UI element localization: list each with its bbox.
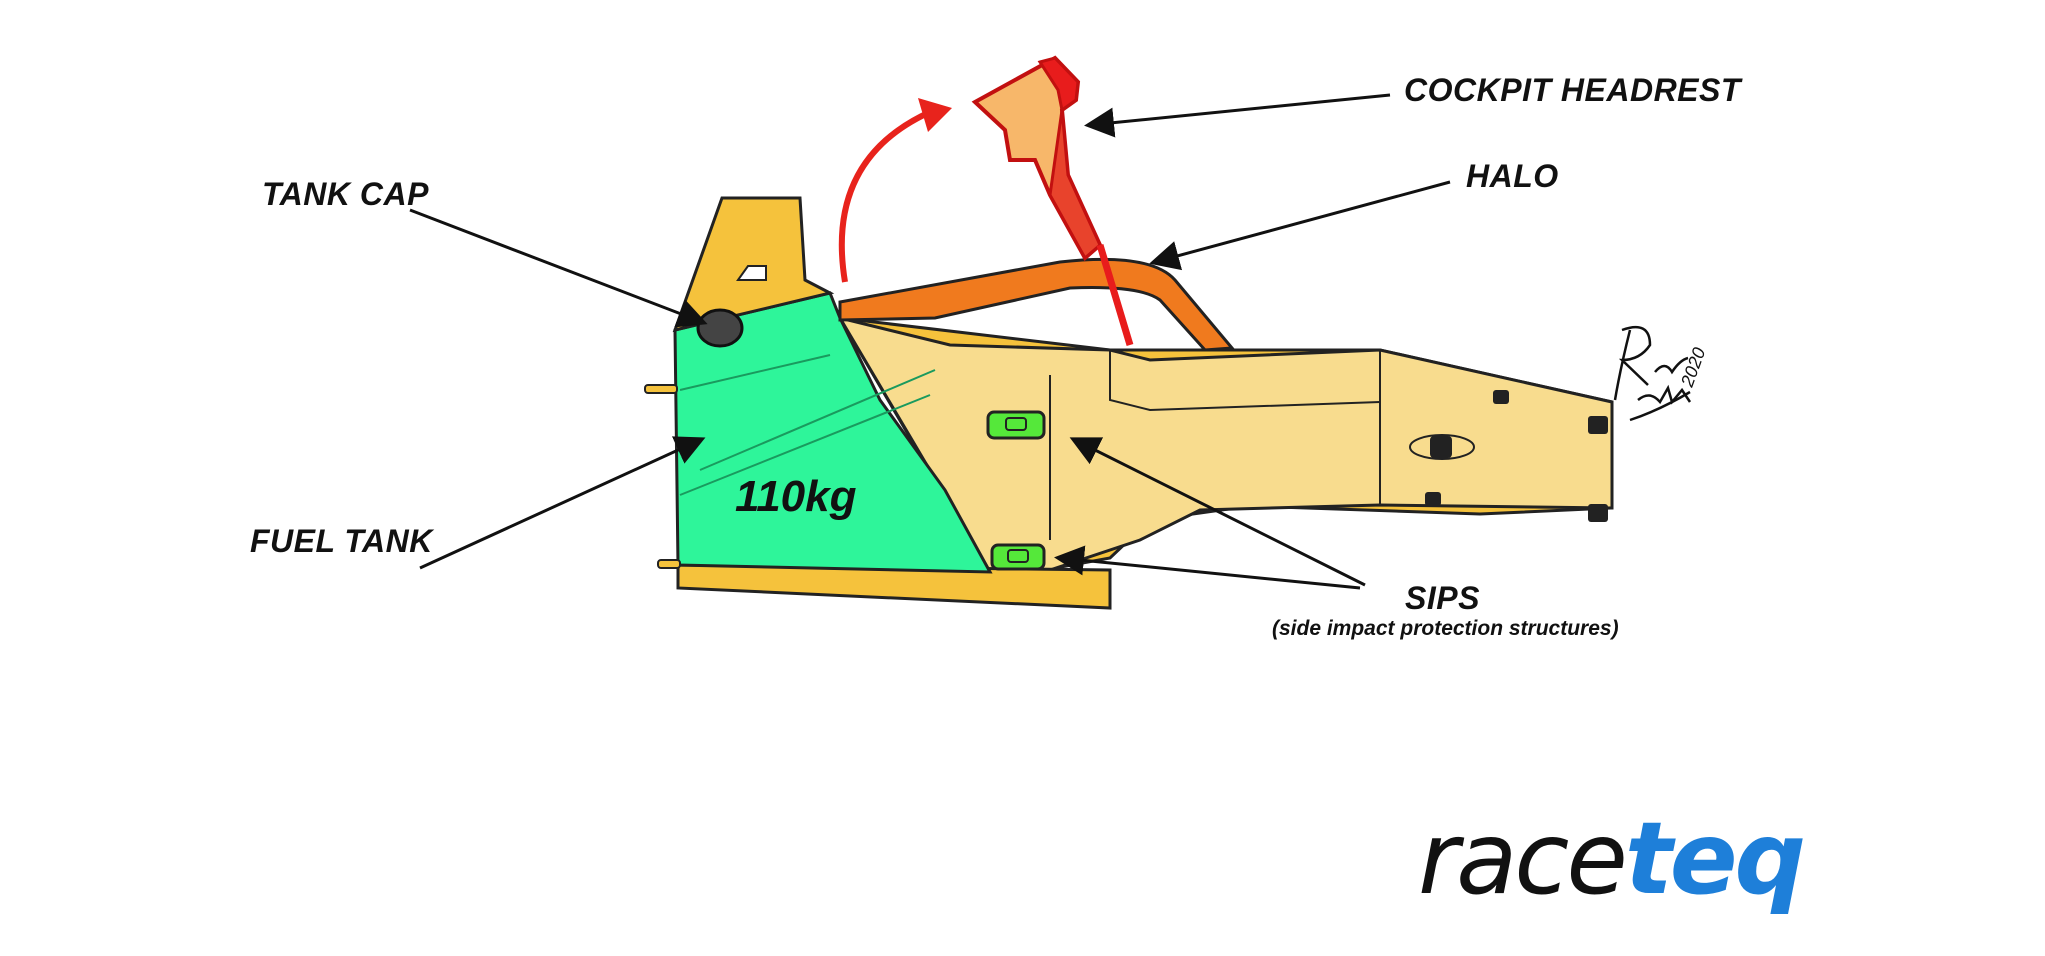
logo-text-teq: teq — [1624, 800, 1806, 917]
arrow-fuel-tank — [419, 436, 706, 570]
label-sips-description: (side impact protection structures) — [1272, 617, 1619, 640]
arrow-headrest — [1084, 93, 1391, 138]
arrow-sips-lower — [1054, 545, 1361, 590]
label-halo: HALO — [1466, 158, 1559, 194]
label-cockpit-headrest: COCKPIT HEADREST — [1404, 72, 1741, 108]
fuel-tank-shape — [673, 291, 993, 574]
label-tank-cap: TANK CAP — [262, 176, 429, 212]
rotation-arrow — [838, 109, 932, 283]
label-weight: 110kg — [735, 472, 857, 521]
arrow-halo — [1149, 180, 1451, 271]
tank-cap-shape — [696, 308, 744, 348]
signature-year: 2020 — [1677, 345, 1710, 390]
sips-upper — [986, 410, 1046, 440]
label-sips: SIPS — [1405, 580, 1480, 616]
roll-hoop — [672, 196, 835, 333]
airbox-intake — [736, 265, 767, 281]
arrow-sips-upper — [1069, 437, 1366, 587]
label-fuel-tank: FUEL TANK — [250, 523, 433, 559]
raceteq-logo: raceteq — [1418, 800, 1806, 917]
artist-signature — [1613, 325, 1692, 422]
logo-text-race: race — [1418, 800, 1628, 917]
arrow-tank-cap — [409, 208, 708, 328]
sips-lower — [990, 543, 1046, 571]
floor-plank — [676, 563, 1112, 610]
